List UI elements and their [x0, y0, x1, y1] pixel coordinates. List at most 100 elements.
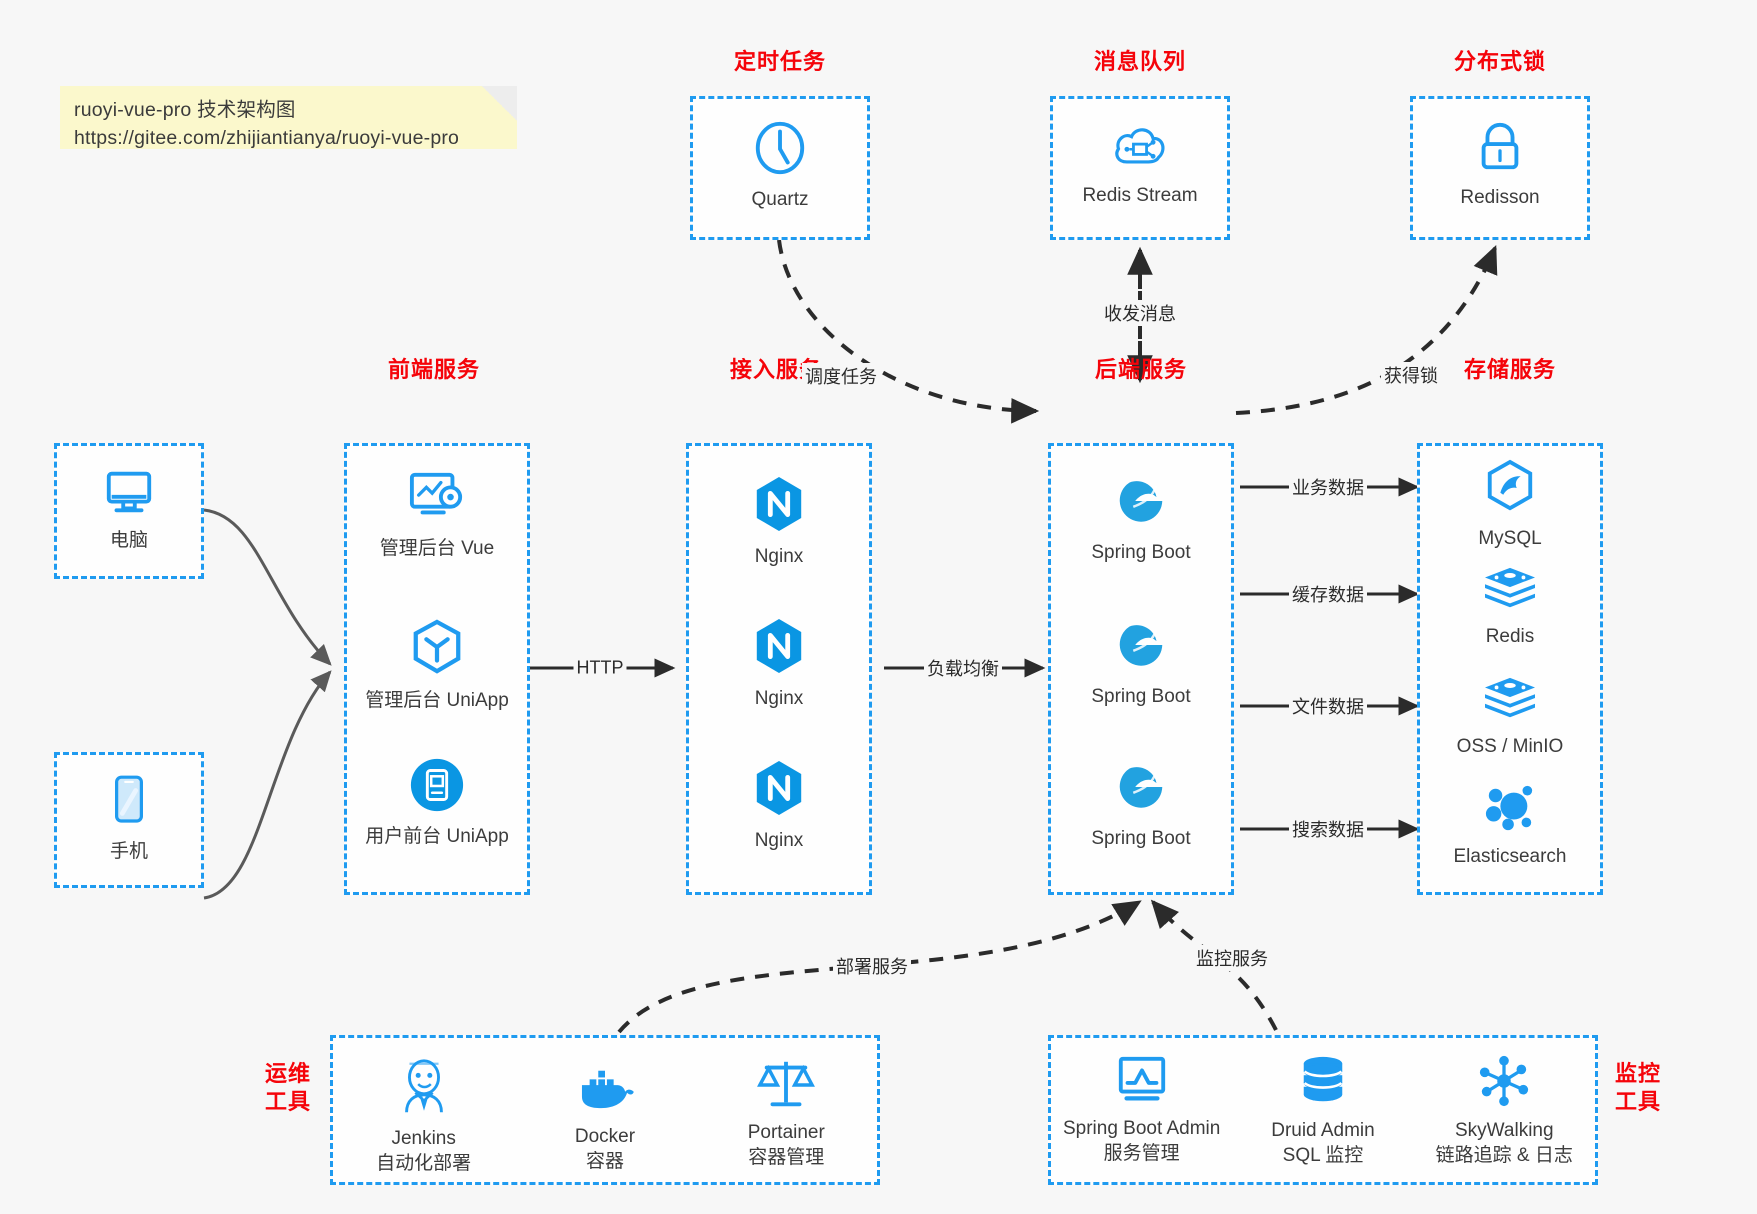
node-spring-boot-admin[interactable]: Spring Boot Admin 服务管理	[1051, 1054, 1232, 1166]
note-line-1: ruoyi-vue-pro 技术架构图	[74, 99, 296, 121]
node-desc: 服务管理	[1103, 1142, 1180, 1164]
node-label: 管理后台 UniApp	[365, 690, 509, 711]
database-icon	[1297, 1054, 1349, 1113]
node-desc: 容器管理	[748, 1146, 825, 1168]
elasticsearch-icon	[1482, 782, 1538, 839]
node-admin-vue[interactable]: 管理后台 Vue	[347, 470, 527, 561]
nginx-icon	[751, 758, 807, 823]
group-box-ops-tools: Jenkins 自动化部署 Docker 容器	[330, 1035, 880, 1185]
spring-boot-icon	[1112, 616, 1170, 679]
node-quartz[interactable]: Quartz	[693, 119, 867, 212]
group-title-ops-tools: 运维 工具	[258, 1060, 318, 1115]
node-redis[interactable]: Redis	[1420, 564, 1600, 649]
node-druid-admin[interactable]: Druid Admin SQL 监控	[1232, 1054, 1413, 1168]
node-redisson[interactable]: Redisson	[1413, 119, 1587, 210]
node-label: Nginx	[754, 830, 804, 851]
node-desc: 自动化部署	[376, 1152, 472, 1174]
node-name: Portainer	[747, 1122, 825, 1143]
node-pc[interactable]: 电脑	[57, 466, 201, 553]
node-nginx-3[interactable]: Nginx	[689, 758, 869, 853]
node-label: Quartz	[751, 189, 809, 210]
note-fold-corner	[482, 86, 517, 121]
node-user-uniapp[interactable]: 用户前台 UniApp	[347, 756, 527, 849]
node-label: 电脑	[109, 530, 148, 551]
docker-whale-icon	[574, 1064, 636, 1117]
spring-boot-icon	[1112, 472, 1170, 535]
edge-label-search-data: 搜索数据	[1289, 816, 1367, 842]
edge-label-send-recv-msg: 收发消息	[1101, 300, 1179, 326]
edge-label-load-balance: 负载均衡	[924, 655, 1002, 681]
desktop-icon	[102, 466, 156, 523]
edge-label-http: HTTP	[573, 657, 627, 679]
note-sticky	[60, 86, 517, 149]
node-elasticsearch[interactable]: Elasticsearch	[1420, 782, 1600, 869]
ops-title-line-2: 工具	[264, 1088, 311, 1114]
node-mysql[interactable]: MySQL	[1420, 458, 1600, 551]
hexagon-cube-icon	[409, 618, 465, 683]
node-redis-stream[interactable]: Redis Stream	[1053, 119, 1227, 208]
group-title-scheduled-task: 定时任务	[733, 49, 826, 74]
node-nginx-2[interactable]: Nginx	[689, 616, 869, 711]
node-label: Spring Boot	[1091, 686, 1191, 707]
node-desc: SQL 监控	[1282, 1144, 1364, 1166]
node-label: 用户前台 UniApp	[365, 826, 509, 847]
node-label: Redis	[1485, 626, 1535, 647]
jenkins-butler-icon	[393, 1056, 455, 1123]
node-name: Spring Boot Admin	[1062, 1118, 1221, 1139]
redis-stack-icon	[1481, 564, 1539, 619]
group-box-scheduled-task: Quartz	[690, 96, 870, 240]
node-label: Elasticsearch	[1453, 846, 1567, 867]
edge-label-cache-data: 缓存数据	[1289, 581, 1367, 607]
node-label: 管理后台 Vue	[379, 538, 495, 559]
node-phone[interactable]: 手机	[57, 773, 201, 864]
node-spring-boot-3[interactable]: Spring Boot	[1051, 758, 1231, 851]
node-nginx-1[interactable]: Nginx	[689, 474, 869, 569]
node-label: 手机	[109, 841, 148, 862]
node-label: Redis Stream	[1082, 185, 1198, 206]
edge-label-schedule-task: 调度任务	[802, 363, 880, 389]
edge-label-acquire-lock: 获得锁	[1381, 362, 1441, 388]
group-box-frontend: 管理后台 Vue 管理后台 UniApp 用户前台 UniApp	[344, 443, 530, 895]
group-box-backend: Spring Boot Spring Boot Spring Boot	[1048, 443, 1234, 895]
node-jenkins[interactable]: Jenkins 自动化部署	[333, 1056, 514, 1176]
spring-boot-icon	[1112, 758, 1170, 821]
nginx-icon	[751, 474, 807, 539]
phone-icon	[109, 773, 149, 834]
lock-icon	[1473, 119, 1527, 180]
group-box-monitor-tools: Spring Boot Admin 服务管理	[1048, 1035, 1598, 1185]
edge-label-file-data: 文件数据	[1289, 693, 1367, 719]
node-skywalking[interactable]: SkyWalking 链路追踪 & 日志	[1414, 1054, 1595, 1168]
ops-title-line-1: 运维	[264, 1061, 311, 1086]
group-title-frontend: 前端服务	[387, 357, 480, 382]
group-box-distributed-lock: Redisson	[1410, 96, 1590, 240]
edge-label-business-data: 业务数据	[1289, 474, 1367, 500]
edge-label-deploy-service: 部署服务	[833, 953, 911, 979]
note-line-2: https://gitee.com/zhijiantianya/ruoyi-vu…	[74, 127, 460, 150]
node-docker[interactable]: Docker 容器	[514, 1064, 695, 1174]
mobile-app-icon	[408, 756, 466, 819]
node-admin-uniapp[interactable]: 管理后台 UniApp	[347, 618, 527, 713]
node-oss-minio[interactable]: OSS / MinIO	[1420, 674, 1600, 759]
node-label: Nginx	[754, 546, 804, 567]
group-box-client-phone: 手机	[54, 752, 204, 888]
node-label: Nginx	[754, 688, 804, 709]
group-box-storage: MySQL Redis	[1417, 443, 1603, 895]
group-box-client-pc: 电脑	[54, 443, 204, 579]
node-spring-boot-2[interactable]: Spring Boot	[1051, 616, 1231, 709]
node-label: MySQL	[1478, 528, 1542, 549]
group-title-monitor-tools: 监控 工具	[1606, 1060, 1670, 1115]
node-name: Docker	[574, 1126, 636, 1147]
node-name: SkyWalking	[1455, 1120, 1554, 1141]
node-spring-boot-1[interactable]: Spring Boot	[1051, 472, 1231, 565]
node-name: Jenkins	[391, 1128, 456, 1149]
monitor-chart-icon	[1113, 1054, 1171, 1113]
skywalking-node-icon	[1475, 1054, 1533, 1113]
redis-stack-icon	[1481, 674, 1539, 729]
node-portainer[interactable]: Portainer 容器管理	[696, 1056, 877, 1170]
edge-label-monitor-service: 监控服务	[1193, 945, 1271, 971]
note-text: ruoyi-vue-pro 技术架构图 https://gitee.com/zh…	[60, 86, 517, 149]
clock-icon	[751, 119, 809, 182]
monitor-title-line-1: 监控	[1614, 1061, 1661, 1086]
group-title-distributed-lock: 分布式锁	[1453, 49, 1546, 74]
node-label: Spring Boot	[1091, 542, 1191, 563]
